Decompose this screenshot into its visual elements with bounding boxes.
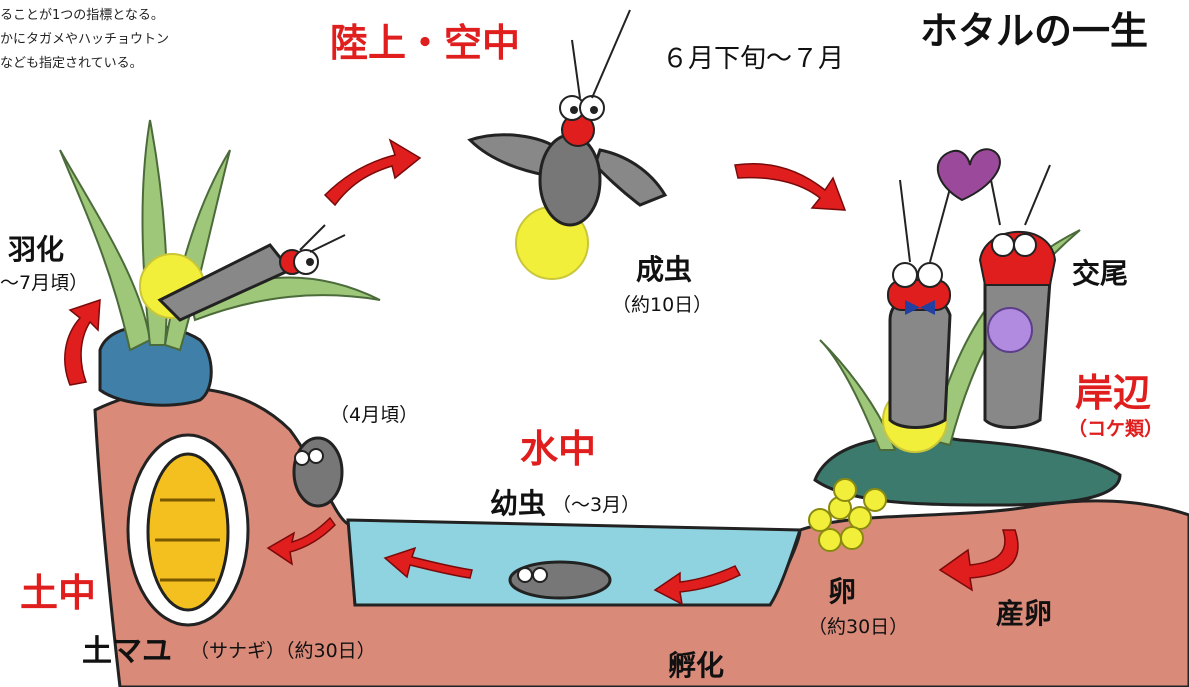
larva-sub: （〜3月）	[552, 490, 640, 517]
adult-days: （約10日）	[612, 290, 712, 317]
heart-icon	[938, 149, 1000, 200]
season-label: ６月下旬〜７月	[662, 38, 844, 75]
grass-left-icon	[60, 120, 380, 350]
zone-soil: 土中	[20, 562, 96, 617]
page-title: ホタルの一生	[920, 0, 1148, 55]
note-text: ることが1つの指標となる。 かにタガメやハッチョウトン なども指定されている。	[0, 4, 169, 76]
zone-land-air: 陸上・空中	[330, 12, 520, 67]
arrow-icon	[735, 164, 845, 210]
larva-time: （4月頃）	[330, 400, 418, 427]
pupa-cocoon-icon	[128, 435, 248, 625]
hatching-label: 孵化	[668, 644, 724, 684]
larva-water-icon	[510, 562, 610, 598]
mating-fireflies-icon	[888, 165, 1055, 428]
pupa-sub: （サナギ）（約30日）	[190, 636, 376, 663]
note-line: なども指定されている。	[0, 52, 169, 76]
zone-shore-sub: （コケ類）	[1068, 414, 1163, 441]
emergence-label: 羽化	[8, 228, 64, 268]
zone-water: 水中	[520, 418, 596, 473]
zone-shore: 岸辺	[1075, 362, 1151, 417]
mating-label: 交尾	[1072, 252, 1128, 292]
laying-label: 産卵	[996, 592, 1052, 632]
note-line: ることが1つの指標となる。	[0, 4, 169, 28]
larva-climbing-icon	[294, 438, 342, 506]
arrow-icon	[325, 140, 420, 205]
emergence-time: 〜7月頃）	[0, 268, 88, 295]
adult-label: 成虫	[636, 248, 692, 288]
rock-right	[815, 436, 1120, 505]
note-line: かにタガメやハッチョウトン	[0, 28, 169, 52]
pupa-label: 土マユ	[82, 626, 172, 670]
larva-label: 幼虫	[490, 482, 546, 522]
egg-label: 卵	[828, 570, 856, 610]
egg-days: （約30日）	[808, 612, 908, 639]
arrow-icon	[65, 300, 100, 385]
